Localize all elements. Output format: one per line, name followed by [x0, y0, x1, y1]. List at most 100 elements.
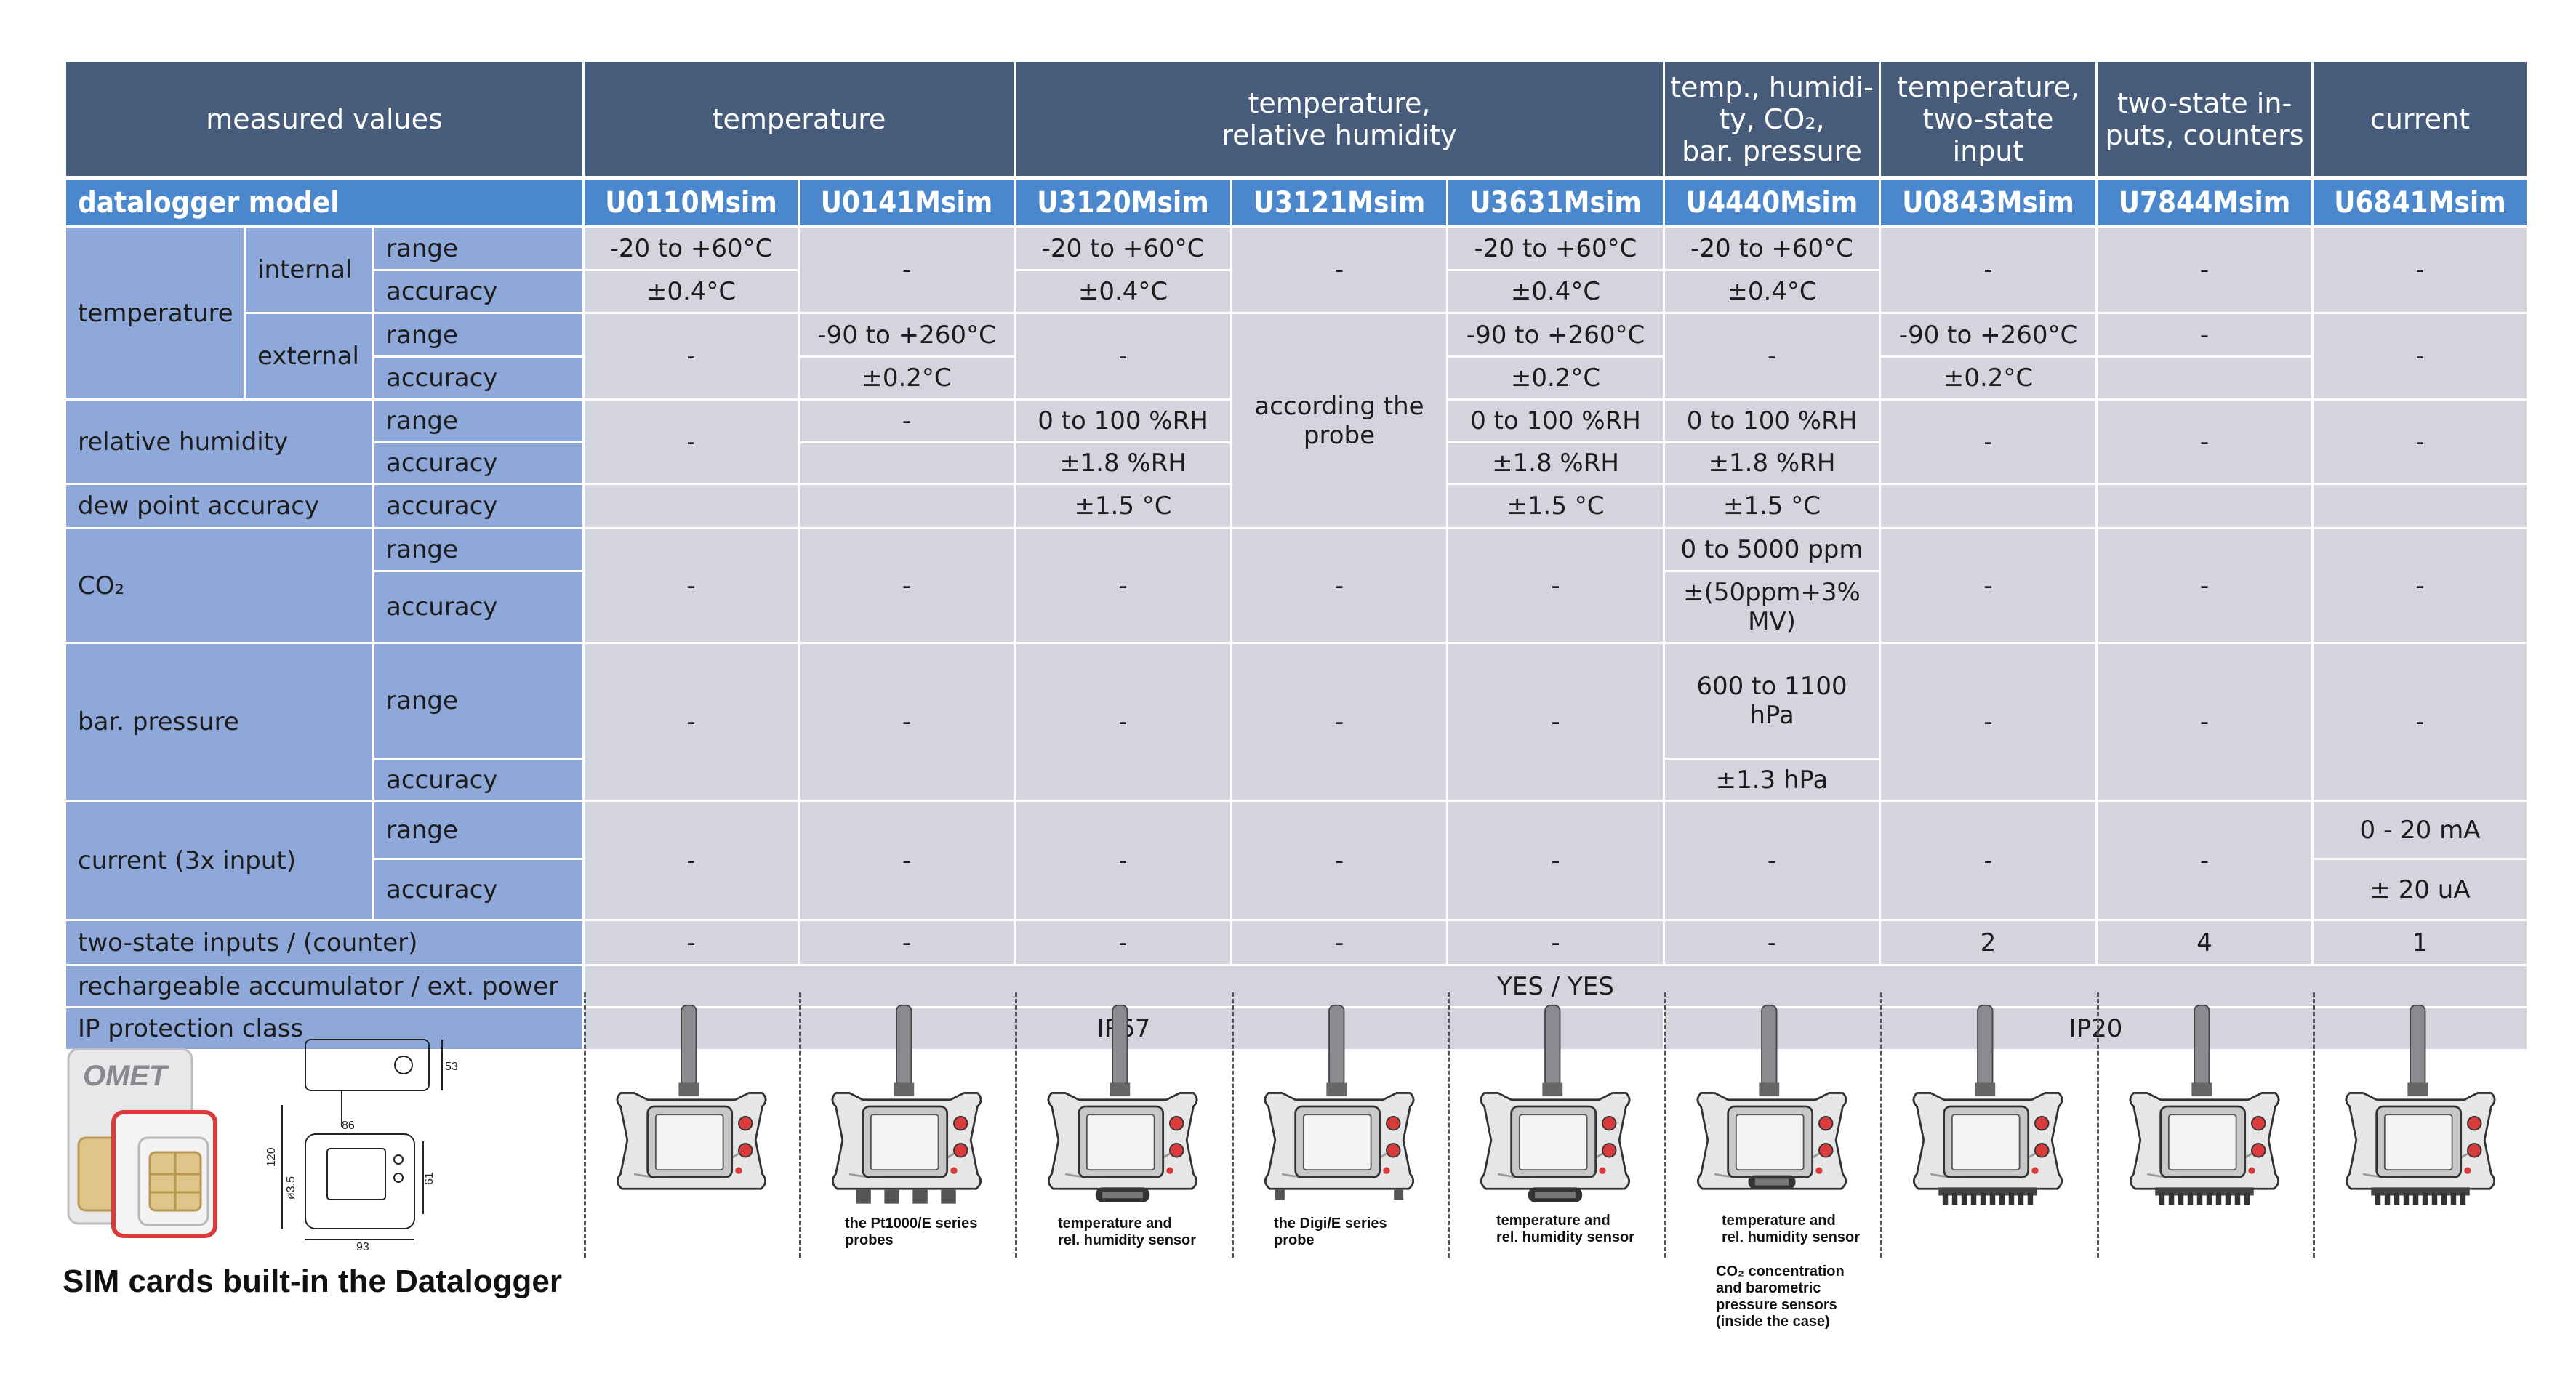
value-u3120msim-21: ±1.8 %RH [1016, 443, 1230, 483]
column-separator [1880, 992, 1882, 1258]
label-accuracy-8: accuracy [374, 572, 582, 642]
value-u7844msim-62 [2098, 358, 2311, 398]
value-u0141msim-13 [800, 485, 1014, 527]
value-u3121msim-26: - [1232, 228, 1446, 312]
model-u6841msim: U6841Msim [2314, 180, 2527, 225]
value-u3631msim-33: -90 to +260°C [1448, 314, 1663, 355]
value-u4440msim-45: ±1.8 %RH [1665, 443, 1879, 483]
model-u3120msim: U3120Msim [1016, 180, 1230, 225]
label-range-0: range [374, 228, 582, 269]
value-u3631msim-40: - [1448, 802, 1663, 919]
value-u3631msim-32: ±0.4°C [1448, 271, 1663, 312]
value-u7844msim-83: 4 [2098, 921, 2311, 964]
value-u3631msim-38: - [1448, 529, 1663, 642]
column-separator [1015, 992, 1017, 1258]
value-u0843msim-53: -90 to +260°C [1881, 314, 2095, 355]
value-u4440msim-41: -20 to +60°C [1665, 228, 1879, 269]
model-u7844msim: U7844Msim [2098, 180, 2311, 225]
value-u3121msim-30: - [1232, 802, 1446, 919]
header-temp-two-state: temperature, two-state input [1881, 62, 2095, 176]
dimension-drawing: 53 86 120 ø3.5 61 93 [254, 1032, 458, 1253]
model-u3631msim: U3631Msim [1448, 180, 1663, 225]
caption-u4440-sensor: temperature and rel. humidity sensor [1722, 1213, 1861, 1245]
value-u0141msim-9: -90 to +260°C [800, 314, 1014, 355]
value-u3120msim-19: - [1016, 314, 1230, 398]
caption-u3631: temperature and rel. humidity sensor [1496, 1213, 1635, 1245]
column-separator [584, 992, 586, 1258]
caption-u0141: the Pt1000/E series probes [845, 1216, 978, 1248]
header-temperature: temperature [585, 62, 1014, 176]
value-u4440msim-51: - [1665, 802, 1879, 919]
value-u6841msim-71 [2314, 485, 2527, 527]
value-u0141msim-14: - [800, 529, 1014, 642]
label-accuracy-10: accuracy [374, 760, 582, 800]
value-u0110msim-2: - [585, 314, 798, 398]
header-two-state-counters: two-state in- puts, counters [2098, 62, 2311, 176]
label-range-7: range [374, 529, 582, 570]
value-u7844msim-63: - [2098, 401, 2311, 483]
label-accuracy-5: accuracy [374, 443, 582, 483]
value-u0843msim-59: - [1881, 802, 2095, 919]
column-separator [799, 992, 801, 1258]
svg-text:93: 93 [356, 1241, 369, 1250]
value-u4440msim-48: ±(50ppm+3% MV) [1665, 572, 1879, 642]
svg-text:86: 86 [342, 1120, 355, 1132]
value-u4440msim-50: ±1.3 hPa [1665, 760, 1879, 800]
label-two-state: two-state inputs / (counter) [66, 921, 582, 964]
label-accumulator: rechargeable accumulator / ext. power [66, 966, 582, 1006]
model-u4440msim: U4440Msim [1665, 180, 1879, 225]
column-separator [1232, 992, 1234, 1258]
value-u4440msim-87: IP20 [1665, 1008, 2527, 1049]
value-u4440msim-81: - [1665, 921, 1879, 964]
model-u3121msim: U3121Msim [1232, 180, 1446, 225]
column-separator [2313, 992, 2315, 1258]
value-u6841msim-74: 0 - 20 mA [2314, 802, 2527, 858]
column-separator [1664, 992, 1666, 1258]
device-u4440 [1688, 997, 1856, 1216]
value-u0843msim-52: - [1881, 228, 2095, 312]
value-u4440msim-42: ±0.4°C [1665, 271, 1879, 312]
value-u4440msim-46: ±1.5 °C [1665, 485, 1879, 527]
value-u0110msim-5: - [585, 529, 798, 642]
value-u0141msim-11: - [800, 401, 1014, 441]
device-u3120 [1038, 997, 1207, 1216]
value-u3120msim-25: - [1016, 802, 1230, 919]
value-u7844msim-67: - [2098, 802, 2311, 919]
value-u0843msim-57: - [1881, 529, 2095, 642]
label-ip-class: IP protection class [66, 1008, 582, 1049]
label-range-4: range [374, 401, 582, 441]
label-accuracy-3: accuracy [374, 358, 582, 398]
svg-text:120: 120 [265, 1147, 278, 1167]
value-u7844msim-65: - [2098, 529, 2311, 642]
value-u3631msim-35: 0 to 100 %RH [1448, 401, 1663, 441]
value-u3631msim-39: - [1448, 644, 1663, 800]
value-u7844msim-60: - [2098, 228, 2311, 312]
value-u0110msim-4 [585, 485, 798, 527]
column-separator [2097, 992, 2099, 1258]
label-current-input: current (3x input) [66, 802, 372, 919]
value-u3631msim-37: ±1.5 °C [1448, 485, 1663, 527]
header-measured-values: measured values [66, 62, 582, 176]
label-range-2: range [374, 314, 582, 355]
label-temperature: temperature [66, 228, 244, 398]
value-u6841msim-75: ± 20 uA [2314, 860, 2527, 919]
value-u7844msim-61: - [2098, 314, 2311, 355]
model-u0110msim: U0110Msim [585, 180, 798, 225]
header-temp-humidity-co2-pressure: temp., humidi- ty, CO₂, bar. pressure [1665, 62, 1879, 176]
value-u0110msim-7: - [585, 802, 798, 919]
sim-caption: SIM cards built-in the Datalogger [63, 1263, 562, 1299]
value-u0110msim-76: - [585, 921, 798, 964]
value-u3120msim-78: - [1016, 921, 1230, 964]
label-range-11: range [374, 802, 582, 858]
value-u0843msim-58: - [1881, 644, 2095, 800]
value-u3120msim-18: ±0.4°C [1016, 271, 1230, 312]
device-u7844 [2120, 997, 2289, 1216]
value-u3120msim-20: 0 to 100 %RH [1016, 401, 1230, 441]
sim-cards-illustration: OMET [63, 1043, 230, 1240]
device-u3121 [1255, 997, 1424, 1216]
value-u0843msim-55: - [1881, 401, 2095, 483]
svg-text:53: 53 [445, 1061, 458, 1073]
value-u7844msim-66: - [2098, 644, 2311, 800]
svg-text:61: 61 [423, 1172, 436, 1185]
value-u3121msim-27: according the probe [1232, 314, 1446, 527]
